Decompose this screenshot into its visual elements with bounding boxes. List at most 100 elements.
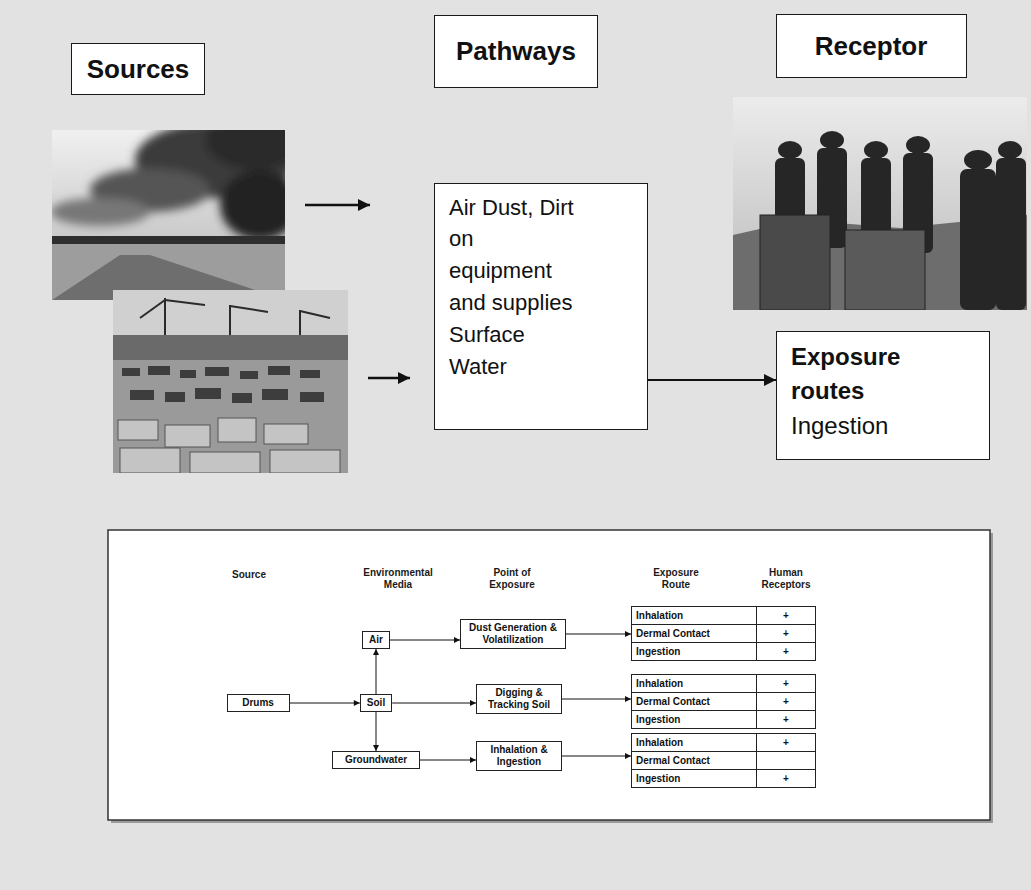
crane	[230, 306, 268, 312]
flow-arrow	[566, 634, 631, 635]
vehicles	[122, 366, 324, 403]
crate	[120, 448, 180, 473]
column-heading-holder: Environmental Media	[353, 567, 443, 590]
helmet	[998, 141, 1022, 159]
flow-arrow	[390, 640, 460, 641]
receptor-mark: +	[783, 714, 789, 725]
exposure-point-box: Digging & Tracking Soil	[476, 684, 562, 714]
flow-arrow	[648, 379, 776, 381]
table-cell: +	[757, 675, 815, 692]
node-text: Digging & Tracking Soil	[483, 687, 555, 711]
media-box: Air	[362, 631, 390, 649]
crate	[845, 230, 925, 310]
vehicle	[165, 392, 185, 402]
flow-arrow	[392, 703, 476, 704]
route-name: Dermal Contact	[636, 755, 710, 766]
node-text: Drums	[242, 697, 274, 709]
node-text: Exposure routes	[791, 340, 951, 410]
crane	[165, 300, 205, 305]
table-cell: +	[757, 770, 815, 787]
crate	[165, 425, 210, 447]
route-table: Inhalation + Dermal Contact + Ingestion +	[631, 674, 816, 729]
table-cell: Inhalation	[632, 675, 757, 692]
table-row: Ingestion +	[632, 711, 815, 728]
supply-stacks	[118, 418, 340, 473]
source-arrow	[305, 204, 370, 207]
table-row: Ingestion +	[632, 770, 815, 787]
node-text: Inhalation & Ingestion	[483, 744, 555, 768]
column-heading-holder: Exposure Route	[643, 567, 709, 590]
table-cell: Dermal Contact	[632, 693, 757, 710]
smoke	[220, 170, 285, 240]
soldier-body	[996, 158, 1026, 310]
node-text: Pathways	[456, 36, 576, 67]
heading-box: Receptor	[776, 14, 967, 78]
table-row: Dermal Contact +	[632, 625, 815, 643]
column-heading: Environmental Media	[353, 567, 443, 590]
table-cell: Ingestion	[632, 770, 757, 787]
table-cell: Ingestion	[632, 643, 757, 660]
crate	[270, 450, 340, 473]
node-text: Soil	[367, 697, 385, 709]
media-box: Groundwater	[332, 751, 420, 769]
vehicle	[195, 388, 221, 399]
media-box: Soil	[360, 694, 392, 712]
flowchart-panel	[108, 530, 990, 820]
table-cell: Dermal Contact	[632, 625, 757, 642]
exposure-point-box: Inhalation & Ingestion	[476, 741, 562, 771]
column-heading-holder: Source	[219, 569, 279, 581]
flow-arrow	[562, 756, 631, 757]
vehicle	[122, 368, 140, 376]
flow-arrow	[290, 703, 360, 704]
column-heading: Source	[219, 569, 279, 581]
route-name: Inhalation	[636, 610, 683, 621]
helmet	[820, 131, 844, 149]
flow-arrow	[376, 712, 377, 751]
route-name: Ingestion	[636, 714, 680, 725]
node-text: Ingestion	[791, 409, 888, 444]
exposure-box: Exposure routesIngestion	[776, 331, 990, 460]
photo-sky	[733, 97, 1027, 310]
receptor-mark: +	[783, 696, 789, 707]
table-cell: Inhalation	[632, 734, 757, 751]
node-text: Receptor	[815, 31, 928, 62]
helmet	[906, 136, 930, 154]
horizon	[52, 236, 285, 244]
table-cell: +	[757, 693, 815, 710]
flow-arrow	[420, 760, 476, 761]
crate	[190, 452, 260, 473]
smoke-cloud	[52, 130, 285, 240]
exposure-point-box: Dust Generation & Volatilization	[460, 619, 566, 649]
vehicle	[130, 390, 154, 400]
table-row: Dermal Contact +	[632, 693, 815, 711]
column-heading-holder: Human Receptors	[753, 567, 819, 590]
soldiers-photo	[733, 97, 1027, 310]
vehicle	[300, 370, 320, 378]
receptor-mark: +	[783, 773, 789, 784]
route-name: Inhalation	[636, 678, 683, 689]
column-heading: Exposure Route	[643, 567, 709, 590]
crate	[118, 420, 158, 440]
table-cell: +	[757, 734, 815, 751]
heading-box: Sources	[71, 43, 205, 95]
node-text: Dust Generation & Volatilization	[467, 622, 559, 646]
smoke	[205, 130, 285, 170]
crate	[264, 424, 308, 444]
receptor-mark: +	[783, 737, 789, 748]
route-table: Inhalation+Dermal Contact+Ingestion+	[631, 606, 816, 661]
quay	[113, 335, 348, 360]
receptor-mark: +	[783, 628, 789, 639]
helmet	[778, 141, 802, 159]
helmet	[964, 150, 992, 170]
table-cell	[757, 752, 815, 769]
table-cell: Ingestion	[632, 711, 757, 728]
receptor-mark: +	[783, 610, 789, 621]
node-text: Air	[369, 634, 383, 646]
route-name: Dermal Contact	[636, 696, 710, 707]
table-row: Dermal Contact	[632, 752, 815, 770]
vehicle	[232, 393, 252, 403]
crane	[140, 300, 165, 318]
